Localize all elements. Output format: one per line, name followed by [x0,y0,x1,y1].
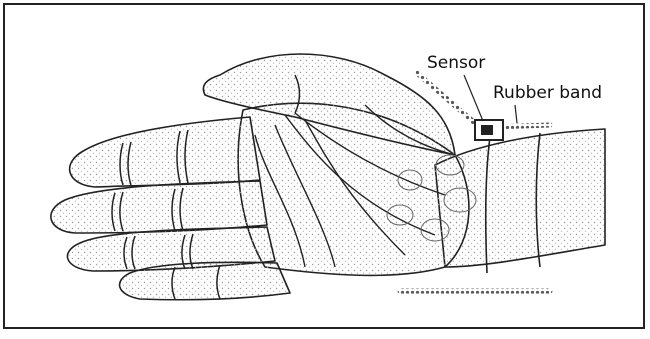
hand-illustration [5,5,650,339]
index-finger-outline [70,117,260,187]
band-pointer [515,105,517,123]
middle-finger-outline [51,181,267,233]
rubber-band-label: Rubber band [493,83,602,103]
hand-diagram-frame: Sensor Rubber band [3,3,645,329]
little-finger-outline [120,262,290,299]
sensor-label: Sensor [427,53,485,73]
